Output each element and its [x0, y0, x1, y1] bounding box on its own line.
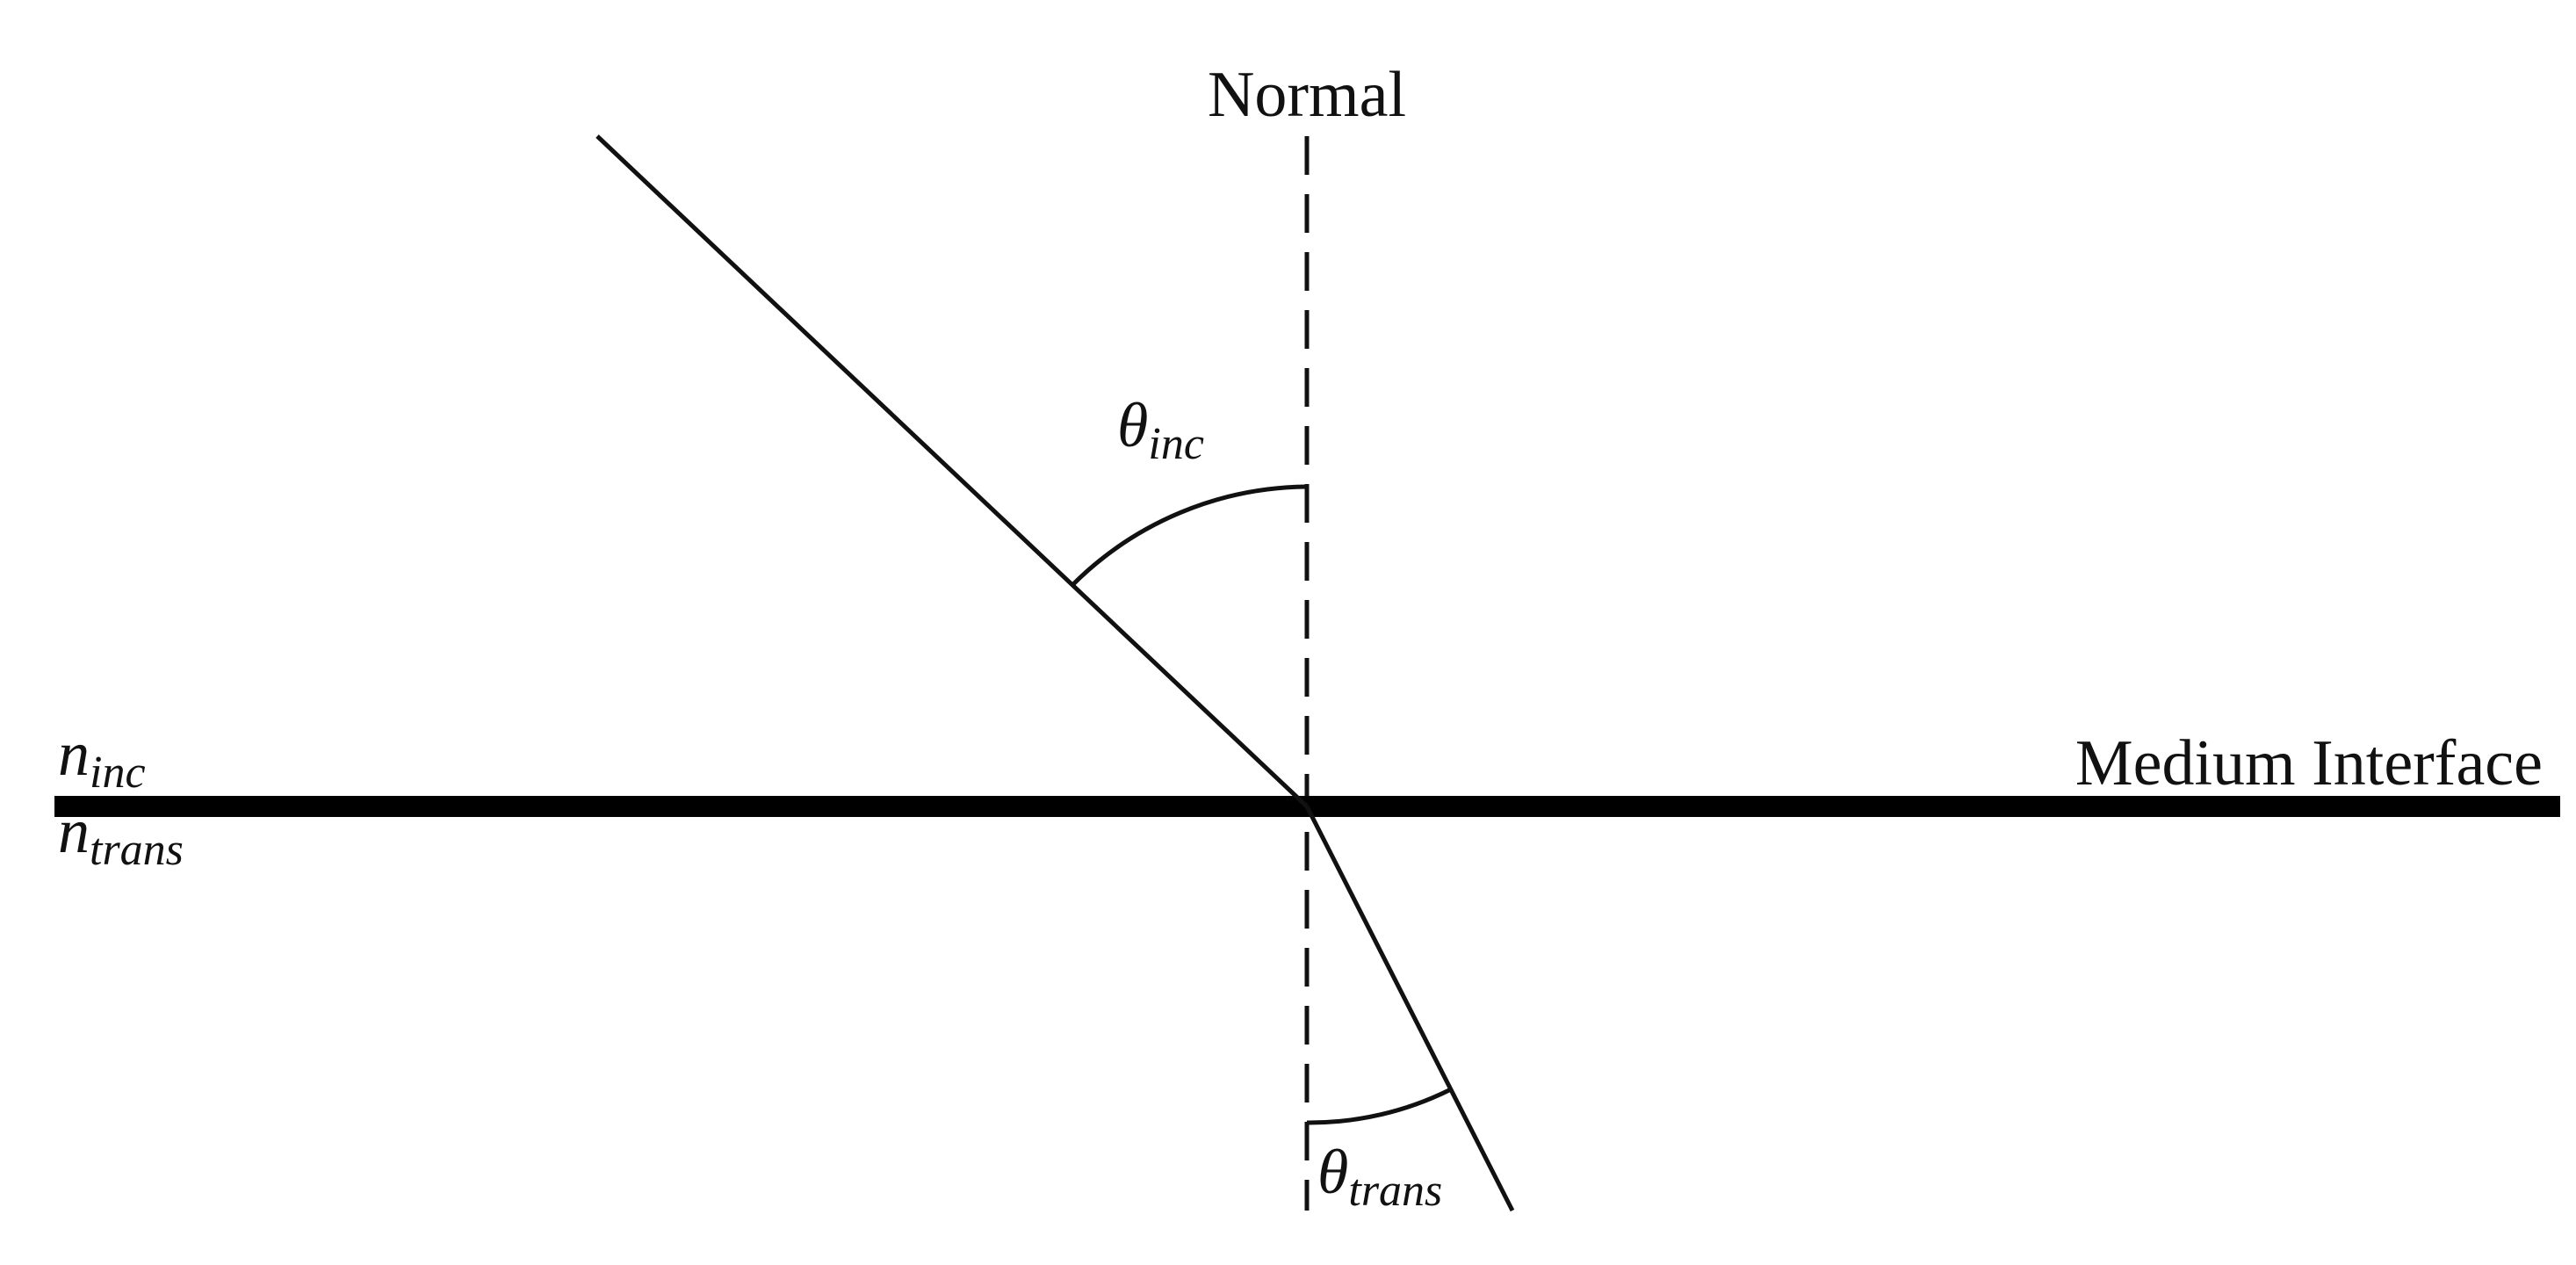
medium-interface-label: Medium Interface [2075, 727, 2543, 799]
theta-trans-label: θtrans [1317, 1137, 1442, 1216]
theta-trans-sub: trans [1348, 1166, 1442, 1216]
n-trans-label: ntrans [58, 796, 184, 875]
theta-inc-base: θ [1117, 390, 1148, 460]
transmitted-ray [1304, 805, 1515, 1212]
theta-trans-base: θ [1317, 1137, 1348, 1207]
theta-inc-sub: inc [1148, 419, 1204, 469]
n-inc-sub: inc [90, 748, 146, 798]
transmission-angle-arc [1306, 1088, 1451, 1125]
incident-ray [595, 134, 1309, 808]
n-trans-sub: trans [90, 825, 184, 875]
normal-label: Normal [1208, 59, 1406, 131]
n-inc-base: n [58, 719, 90, 789]
theta-inc-label: θinc [1117, 390, 1204, 469]
n-inc-label: ninc [58, 719, 146, 798]
incidence-angle-arc [1071, 484, 1308, 587]
n-trans-base: n [58, 796, 90, 866]
